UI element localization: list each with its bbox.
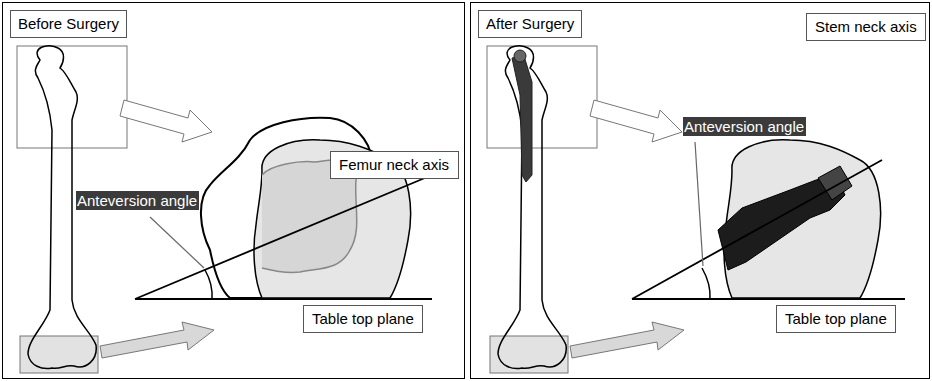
panel-title: After Surgery (478, 10, 582, 38)
label-text: Anteversion angle (77, 192, 197, 209)
label-text: Stem neck axis (807, 14, 925, 40)
label-text: Femur neck axis (331, 152, 458, 178)
plane-label-box: Table top plane (776, 305, 896, 333)
label-text: Table top plane (304, 306, 422, 332)
panel-title: Before Surgery (10, 10, 127, 38)
angle-label-box: Anteversion angle (683, 117, 806, 136)
axis-label-box: Stem neck axis (806, 13, 926, 41)
axis-label-box: Femur neck axis (330, 151, 459, 179)
panel: After Surgery Stem neck axisAnteversion a… (470, 2, 930, 379)
label-text: Anteversion angle (684, 118, 804, 135)
panel: Before SurgeryFemur neck axisAnteversion… (2, 2, 465, 379)
label-text: Table top plane (777, 306, 895, 332)
plane-label-box: Table top plane (303, 305, 423, 333)
angle-label-box: Anteversion angle (76, 191, 199, 210)
